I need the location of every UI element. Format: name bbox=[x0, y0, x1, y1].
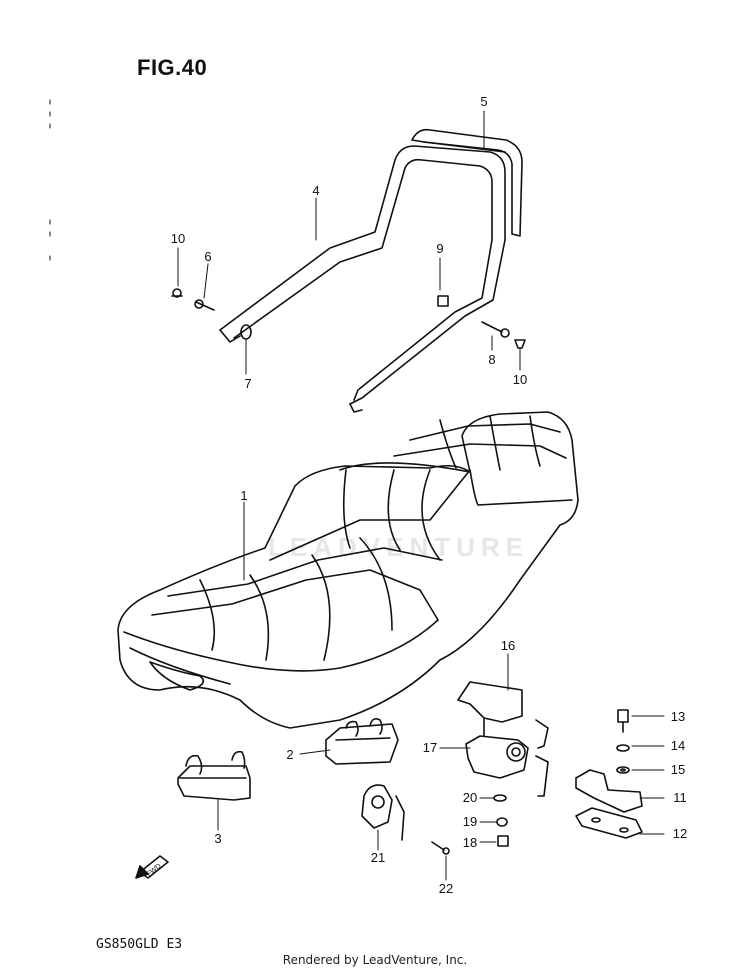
helmet-lock bbox=[361, 784, 405, 841]
lock-plates bbox=[575, 769, 643, 839]
callout-21: 21 bbox=[371, 850, 385, 865]
seat bbox=[117, 411, 579, 729]
seat-lock-bracket bbox=[457, 681, 523, 737]
callout-6: 6 bbox=[204, 249, 211, 264]
callout-13: 13 bbox=[671, 709, 685, 724]
callout-16: 16 bbox=[501, 638, 515, 653]
callout-11: 11 bbox=[673, 790, 687, 805]
callout-3: 3 bbox=[214, 831, 221, 846]
callout-4: 4 bbox=[312, 183, 319, 198]
callout-22: 22 bbox=[439, 881, 453, 896]
figure-title: FIG.40 bbox=[137, 55, 208, 80]
callout-17: 17 bbox=[423, 740, 437, 755]
callout-2: 2 bbox=[286, 747, 293, 762]
callout-15: 15 bbox=[671, 762, 685, 777]
callout-18: 18 bbox=[463, 835, 477, 850]
callout-19: 19 bbox=[463, 814, 477, 829]
model-code: GS850GLD E3 bbox=[96, 937, 183, 952]
callout-7: 7 bbox=[244, 376, 251, 391]
seat-lock-assy bbox=[465, 719, 549, 797]
callout-20: 20 bbox=[463, 790, 477, 805]
callout-labels: 1 2 3 4 5 6 7 8 9 10 10 11 12 13 14 15 1… bbox=[146, 94, 687, 896]
rubber-cushion-2 bbox=[325, 718, 399, 765]
fwd-arrow bbox=[135, 855, 169, 879]
callout-5: 5 bbox=[480, 94, 487, 109]
callout-12: 12 bbox=[673, 826, 687, 841]
callout-14: 14 bbox=[671, 738, 685, 753]
hardware-small bbox=[171, 288, 630, 855]
leader-lines bbox=[177, 110, 665, 881]
watermark: LEADVENTURE bbox=[268, 532, 530, 562]
footer-credit: Rendered by LeadVenture, Inc. bbox=[282, 953, 468, 967]
callout-1: 1 bbox=[240, 488, 247, 503]
backrest-frame bbox=[219, 145, 506, 413]
backrest-pad bbox=[411, 128, 523, 237]
callout-8: 8 bbox=[488, 352, 495, 367]
callout-10-right: 10 bbox=[513, 372, 527, 387]
rubber-cushion-3 bbox=[177, 750, 251, 801]
callout-9: 9 bbox=[436, 241, 443, 256]
callout-10-left: 10 bbox=[171, 231, 185, 246]
